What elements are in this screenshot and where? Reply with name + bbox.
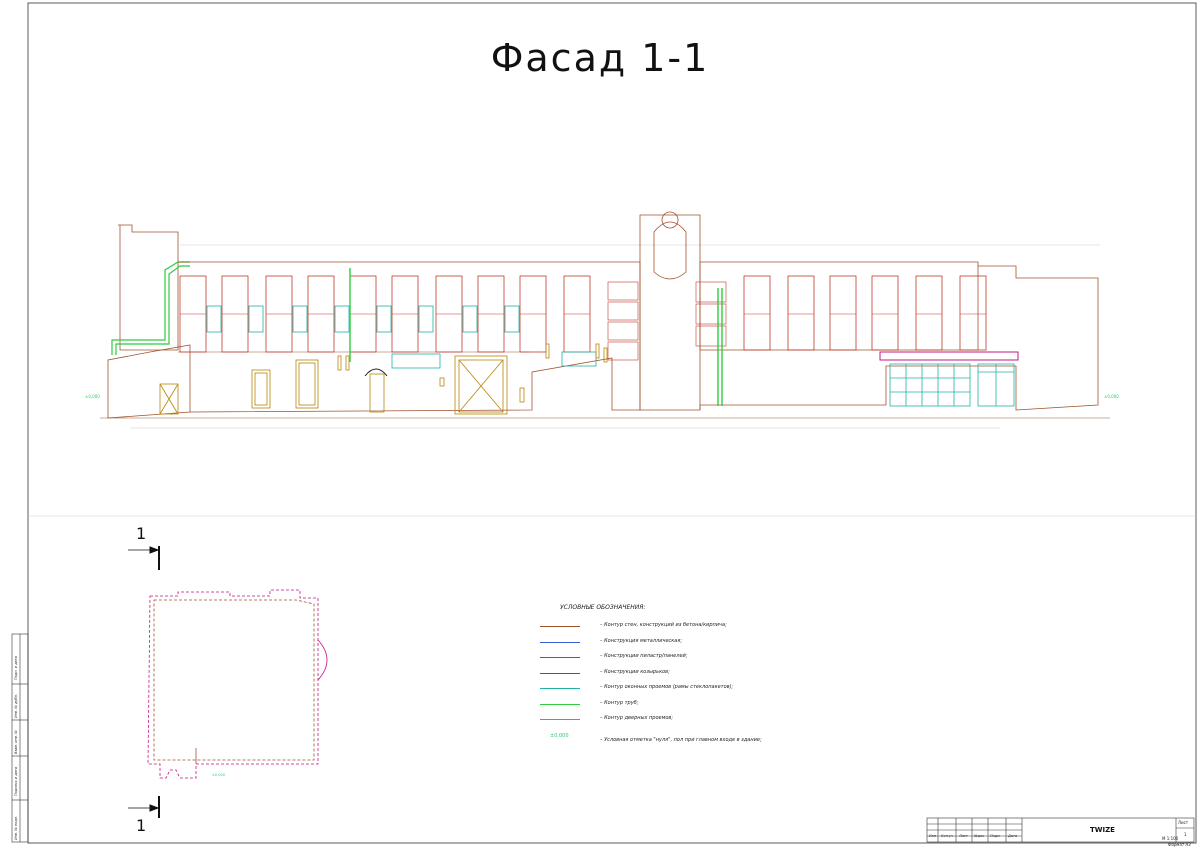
- legend-item: – Контур оконных проемов (рамы стеклопак…: [540, 684, 860, 694]
- facade-window: [376, 305, 392, 333]
- section-mark-bottom: 1: [136, 816, 147, 835]
- building-plan: [147, 589, 328, 779]
- section-cut-markers: [128, 546, 160, 818]
- facade-window: [206, 305, 222, 333]
- facade-panel: [607, 301, 639, 321]
- zero-mark-plan: ±0,000: [212, 773, 225, 777]
- legend-item: – Конструкция металлическая;: [540, 638, 860, 648]
- side-label-2: Взам. инв. №: [14, 730, 18, 754]
- legend-swatch: [540, 672, 580, 674]
- right-building-outline: [699, 261, 979, 351]
- facade-window: [418, 305, 434, 333]
- page-title: Фасад 1-1: [490, 36, 710, 80]
- facade-windows: [206, 305, 597, 369]
- title-block-grid: [926, 817, 1195, 843]
- legend-label: – Контур стен, конструкций из бетона/кир…: [600, 622, 727, 628]
- legend-label: – Конструкции пиластр/панелей;: [600, 653, 688, 659]
- facade-window: [391, 353, 441, 369]
- legend-item: – Контур дверных проемов;: [540, 715, 860, 725]
- facade-panel: [607, 321, 639, 341]
- facade-window: [561, 351, 597, 367]
- facade-panel: [695, 325, 727, 347]
- facade-window: [248, 305, 264, 333]
- entrance-canopy: [879, 351, 1019, 361]
- door-2: [295, 359, 319, 409]
- stamp-scale: M 1:100: [1162, 836, 1179, 841]
- storefront-glazing: [889, 363, 1015, 407]
- sheet-frame: [27, 2, 1197, 844]
- zero-mark-right: ±0,000: [1104, 394, 1119, 399]
- facade-window: [504, 305, 520, 333]
- main-entrance-door: [454, 355, 508, 415]
- legend-label: – Конструкция металлическая;: [600, 637, 683, 644]
- facade-doors: [251, 343, 608, 415]
- legend-swatch: [540, 626, 580, 627]
- facade-panel: [607, 341, 639, 361]
- side-label-1: Подпись и дата: [14, 767, 18, 796]
- legend-swatch: [540, 641, 580, 643]
- facade-window: [462, 305, 478, 333]
- plan-outline: [147, 589, 319, 779]
- door-1: [251, 369, 271, 409]
- left-low-block: [107, 344, 191, 419]
- zero-mark-left: ±0,000: [85, 394, 100, 399]
- facade-panel: [743, 275, 771, 351]
- facade-panel: [871, 275, 899, 351]
- side-label-3: Инв. № дубл.: [14, 694, 18, 718]
- facade-panel: [607, 281, 639, 301]
- stamp-cell-1: Кол.уч: [941, 834, 954, 838]
- side-signature-block: [11, 633, 29, 843]
- facade-pipes: [349, 268, 723, 406]
- door-3: [369, 373, 385, 413]
- legend-swatch: [540, 719, 580, 720]
- legend-label: – Контур оконных проемов (рамы стеклопак…: [600, 684, 734, 690]
- stamp-sheet-number: 1: [1184, 832, 1187, 837]
- legend-item: – Контур стен, конструкций из бетона/кир…: [540, 622, 860, 632]
- facade-panel: [915, 275, 943, 351]
- legend-label: – Контур труб;: [600, 699, 639, 706]
- left-tower: [118, 224, 179, 351]
- legend-item: – Конструкции пиластр/панелей;: [540, 653, 860, 663]
- legend-swatch: [540, 657, 580, 658]
- legend-swatch: [540, 703, 580, 705]
- legend-zero-marker: ±0,000: [550, 732, 569, 739]
- side-label-4: Подп. и дата: [14, 656, 18, 680]
- stamp-cell-2: Лист: [959, 834, 968, 838]
- legend-label: – Конструкции козырьков;: [600, 668, 670, 675]
- facade-panel: [695, 281, 727, 303]
- side-label-0: Инв. № подл.: [14, 815, 18, 840]
- main-building-outline: [178, 261, 641, 413]
- facade-panel: [787, 275, 815, 351]
- stamp-format: Формат А3: [1168, 842, 1191, 847]
- legend-label: – Контур дверных проемов;: [600, 715, 674, 721]
- stamp-cell-0: Изм: [929, 834, 937, 838]
- legend-title: УСЛОВНЫЕ ОБОЗНАЧЕНИЯ:: [560, 604, 646, 611]
- legend-item: – Конструкции козырьков;: [540, 669, 860, 679]
- stamp-cell-5: Дата: [1008, 834, 1018, 838]
- stamp-cell-4: Подп.: [990, 834, 1001, 838]
- facade-panels: [179, 275, 987, 361]
- legend-swatch: [540, 688, 580, 689]
- left-door: [159, 383, 179, 415]
- legend-item: – Контур труб;: [540, 700, 860, 710]
- section-mark-top: 1: [136, 524, 147, 543]
- legend-item: ±0,000 – Условная отметка "нуля", пол при…: [540, 733, 860, 747]
- entrance-arch: [364, 368, 388, 377]
- facade-panel: [959, 275, 987, 351]
- facade-window: [292, 305, 308, 333]
- legend-label: – Условная отметка "нуля", пол при главн…: [600, 736, 762, 743]
- stamp-project-name: TWIZE: [1090, 826, 1115, 834]
- facade-drawing: [100, 211, 1110, 429]
- facade-window: [334, 305, 350, 333]
- facade-panel: [695, 303, 727, 325]
- stamp-cell-3: №док: [974, 834, 985, 838]
- central-tower: [639, 214, 701, 411]
- stamp-sheet-label: Лист: [1178, 820, 1189, 825]
- facade-panel: [829, 275, 857, 351]
